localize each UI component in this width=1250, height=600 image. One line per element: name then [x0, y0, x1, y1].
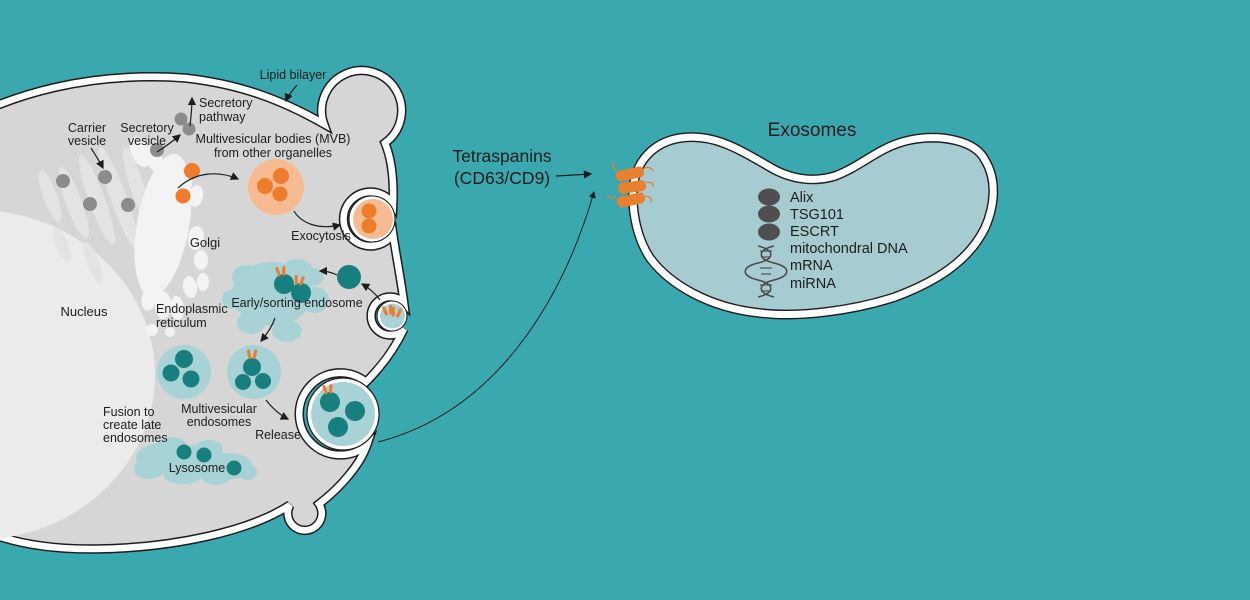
label-carrier-vesicle-1: Carrier: [68, 121, 106, 135]
label-nucleus: Nucleus: [61, 304, 108, 319]
arrow-endocytosis-inward: [360, 283, 381, 301]
cell: [0, 65, 411, 554]
label-fusion-3: endosomes: [103, 431, 168, 445]
label-tetraspanins-1: Tetraspanins: [452, 146, 551, 166]
early-sorting-endosome: [222, 259, 329, 342]
endocytosis-vesicle: [376, 300, 408, 332]
label-fusion-2: create late: [103, 418, 161, 432]
arrow-release-to-tetraspanins: [377, 190, 596, 443]
label-er-2: reticulum: [156, 316, 207, 330]
arrow-secretory-pathway: [187, 96, 197, 127]
exosome-cargo-mitochondrial-dna: mitochondral DNA: [790, 241, 908, 257]
label-tetraspanins-2: (CD63/CD9): [454, 168, 550, 188]
gray-vesicle-dots: [56, 112, 196, 212]
arrow-secretory-vesicle: [156, 134, 181, 153]
label-er-1: Endoplasmic: [156, 302, 228, 316]
label-fusion-1: Fusion to: [103, 405, 154, 419]
exosome-cargo-alix: Alix: [790, 190, 814, 206]
label-exocytosis: Exocytosis: [291, 229, 351, 243]
label-secretory-pathway-1: Secretory: [199, 96, 253, 110]
protein-dot-icons: [758, 188, 780, 241]
tetraspanin-icon: [606, 161, 654, 208]
label-lipid-bilayer: Lipid bilayer: [260, 68, 327, 82]
dna-helix-icon: [744, 245, 788, 298]
exosome-cargo-tsg101: TSG101: [790, 207, 844, 223]
nucleus: [0, 211, 155, 539]
exosomes-title: Exosomes: [768, 120, 857, 141]
exocytosis-vesicle: [348, 195, 396, 243]
arrow-lipid-bilayer: [284, 84, 298, 103]
orange-vesicle-dots: [175, 163, 200, 204]
internalized-vesicle: [337, 265, 361, 289]
lysosome-organelle: [134, 437, 257, 485]
label-lysosome: Lysosome: [169, 461, 226, 475]
label-golgi: Golgi: [190, 235, 220, 250]
arrow-tetraspanins-straight: [555, 170, 593, 179]
arrow-endosome-to-mve: [260, 317, 276, 342]
arrow-golgi-to-mvb: [177, 172, 240, 189]
release-vesicle: [306, 377, 380, 451]
cell-labels: Lipid bilayer Secretory pathway Carrier …: [61, 68, 552, 475]
label-carrier-vesicle-2: vesicle: [68, 134, 106, 148]
multivesicular-endosome-right: [227, 345, 281, 399]
multivesicular-endosome-left: [157, 345, 211, 399]
exosome: Alix TSG101 ESCRT mitochondral DNA mRNA …: [606, 120, 999, 320]
exosome-cargo-mirna: miRNA: [790, 276, 836, 292]
label-mvb-1: Multivesicular bodies (MVB): [196, 132, 351, 146]
exosome-membrane: [628, 132, 999, 320]
golgi-apparatus: [129, 137, 209, 337]
label-early-endosome: Early/sorting endosome: [231, 296, 362, 310]
exosome-cargo-mrna: mRNA: [790, 258, 833, 274]
arrows: [90, 84, 596, 443]
label-secretory-pathway-2: pathway: [199, 110, 246, 124]
arrow-carrier-vesicle: [90, 147, 104, 170]
label-mve-2: endosomes: [187, 415, 252, 429]
arrow-mvb-to-exocytosis: [293, 210, 342, 231]
exosome-cargo-escrt: ESCRT: [790, 224, 839, 240]
label-secretory-vesicle-2: vesicle: [128, 134, 166, 148]
arrow-mve-to-release: [265, 399, 290, 420]
label-mve-1: Multivesicular: [181, 402, 257, 416]
label-mvb-2: from other organelles: [214, 146, 332, 160]
mvb-organelle: [248, 159, 304, 215]
label-secretory-vesicle-1: Secretory: [120, 121, 174, 135]
label-release: Release: [255, 428, 301, 442]
arrow-vesicle-to-endosome: [318, 266, 338, 276]
